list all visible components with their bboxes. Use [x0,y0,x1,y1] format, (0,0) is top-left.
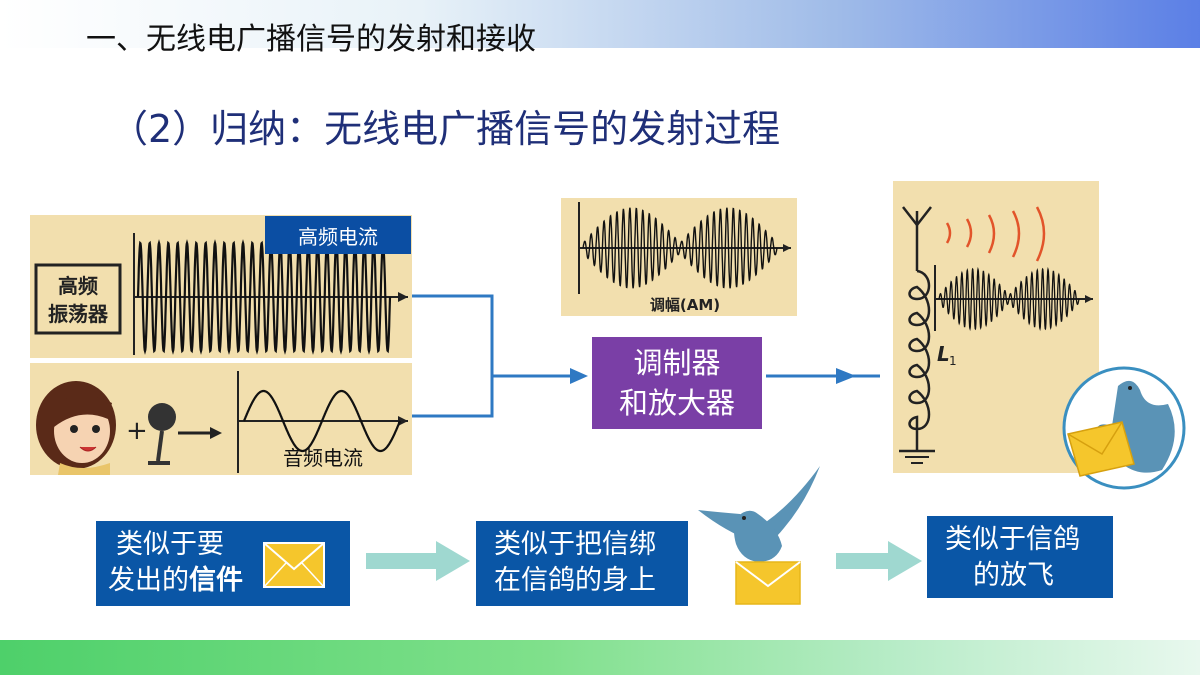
am-diagram: 调幅(AM) [578,202,791,314]
high-frequency-diagram: 高频 振荡器 [34,233,408,355]
pigeon-with-letter-illustration [698,466,820,605]
inductor-coil [908,269,931,431]
inductor-label: L [937,342,950,366]
plus-sign: + [126,416,148,446]
am-caption: 调幅(AM) [650,296,720,314]
envelope-icon [1067,421,1135,477]
audio-wave [243,389,401,453]
header-bar [0,0,1200,48]
antenna-diagram: L 1 [899,206,1093,464]
analogy-letter-line2: 发出的信件 [108,563,243,599]
analogy-arrow-1 [366,541,470,581]
audio-frequency-label: 音频电流 [283,446,363,470]
envelope-icon [263,542,325,588]
analogy-box-release: 类似于信鸽 的放飞 [927,516,1113,598]
analogy-tie-line1: 类似于把信绑 [494,529,656,560]
analogy-release-line2: 的放飞 [973,560,1054,591]
pigeon-circle-illustration [1062,366,1186,490]
analogy-release-line1: 类似于信鸽 [945,524,1080,555]
microphone-icon [148,403,176,465]
slide-title: 一、无线电广播信号的发射和接收 [86,22,536,57]
am-wave [582,207,778,289]
radio-waves-icon [945,206,1046,262]
oscillator-label-2: 振荡器 [48,302,109,326]
oscillator-label-1: 高频 [58,274,98,298]
audio-panel: + 音频电流 [30,363,412,475]
inductor-subscript: 1 [949,354,957,368]
arrow-to-antenna [836,368,856,384]
analogy-letter-line1: 类似于要 [116,529,224,560]
analogy-arrow-2 [836,541,922,581]
modulator-line-1: 调制器 [633,346,721,380]
slide-subtitle: （2）归纳：无线电广播信号的发射过程 [110,107,781,151]
audio-diagram: + 音频电流 [36,371,408,475]
arrow-to-modulator [570,368,588,384]
modulator-line-2: 和放大器 [618,386,735,420]
am-panel: 调幅(AM) [561,198,797,316]
analogy-box-tie-letter: 类似于把信绑 在信鸽的身上 [476,521,688,606]
analogy-letter-bold: 信件 [189,565,243,596]
person-illustration [36,381,116,475]
oscillator-box [34,263,122,335]
high-frequency-wave [136,239,392,355]
analogy-box-letter: 类似于要 发出的信件 [96,521,350,606]
pigeon-icon [698,466,820,562]
footer-bar [0,640,1200,675]
antenna-icon [902,206,932,271]
modulator-amplifier-box: 调制器 和放大器 [592,337,762,429]
analogy-letter-prefix: 发出的 [108,565,189,596]
signal-connectors [412,294,880,418]
envelope-icon [735,561,801,605]
transmitted-am-wave [938,266,1080,332]
high-frequency-label: 高频电流 [265,216,411,254]
analogy-tie-line2: 在信鸽的身上 [494,565,656,596]
